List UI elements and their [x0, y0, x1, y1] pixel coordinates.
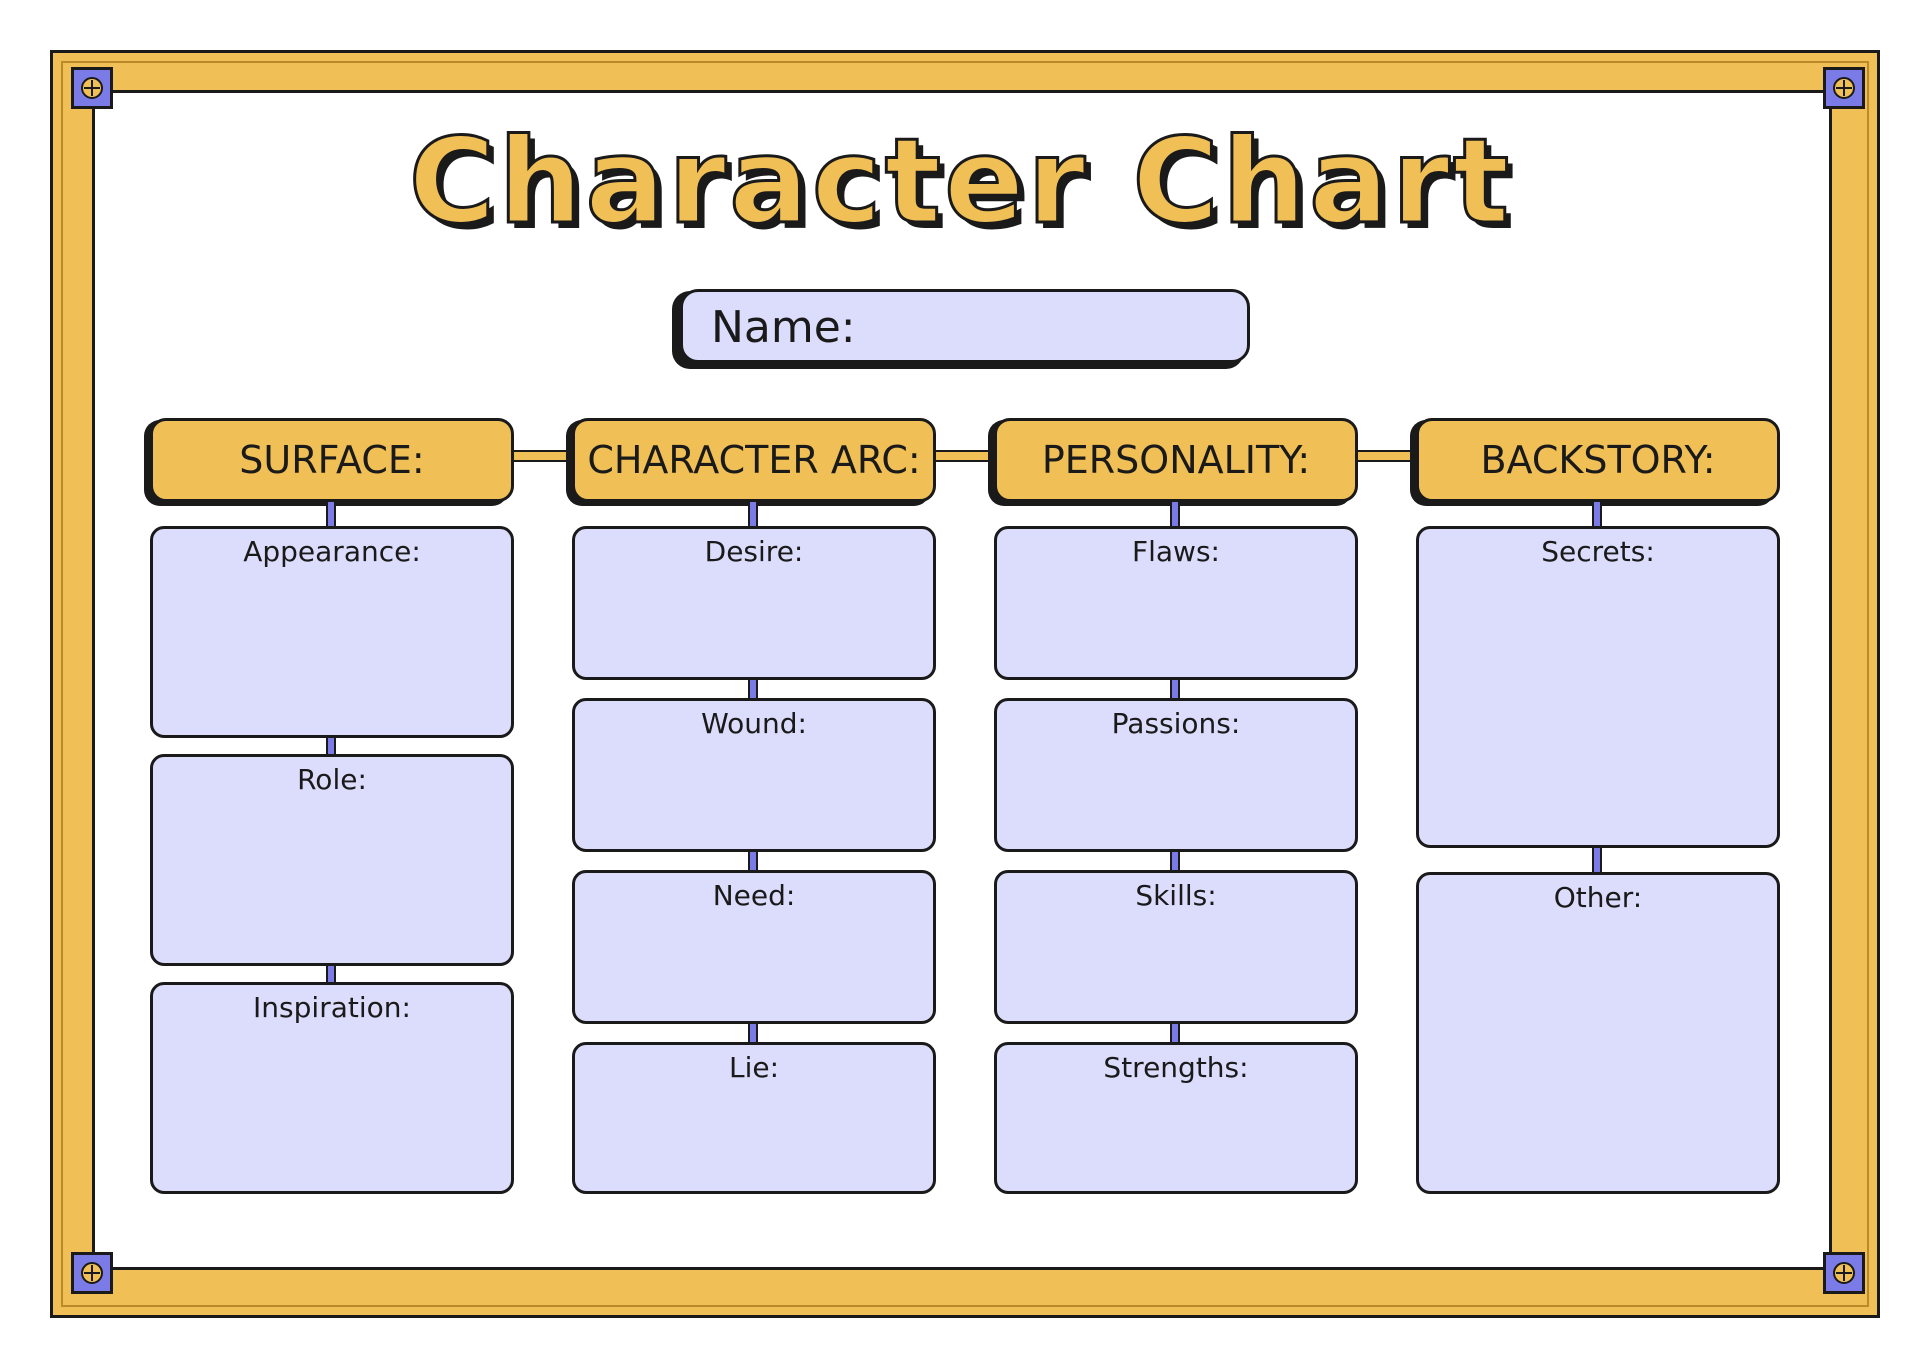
column-connector	[748, 1024, 758, 1042]
field-label: Skills:	[1135, 879, 1217, 912]
column-header-personality: PERSONALITY:	[994, 418, 1358, 502]
column-header-character-arc: CHARACTER ARC:	[572, 418, 936, 502]
column-connector	[1170, 852, 1180, 870]
field-label: Role:	[297, 763, 367, 796]
corner-bolt-icon	[1823, 67, 1865, 109]
field-label: Desire:	[704, 535, 804, 568]
field-label: Wound:	[701, 707, 807, 740]
column-connector	[326, 738, 336, 754]
field-other[interactable]: Other:	[1416, 872, 1780, 1194]
column-connector	[1170, 1024, 1180, 1042]
field-label: Passions:	[1111, 707, 1241, 740]
column-connector	[1170, 680, 1180, 698]
field-skills[interactable]: Skills:	[994, 870, 1358, 1024]
field-role[interactable]: Role:	[150, 754, 514, 966]
corner-bolt-icon	[71, 1252, 113, 1294]
column-connector	[1592, 848, 1602, 874]
column-connector	[326, 966, 336, 982]
field-secrets[interactable]: Secrets:	[1416, 526, 1780, 848]
field-wound[interactable]: Wound:	[572, 698, 936, 852]
field-label: Strengths:	[1103, 1051, 1249, 1084]
field-need[interactable]: Need:	[572, 870, 936, 1024]
field-label: Flaws:	[1132, 535, 1220, 568]
field-label: Secrets:	[1541, 535, 1655, 568]
field-label: Inspiration:	[253, 991, 411, 1024]
field-label: Appearance:	[243, 535, 421, 568]
field-desire[interactable]: Desire:	[572, 526, 936, 680]
header-connector	[1354, 450, 1420, 462]
column-header-backstory: BACKSTORY:	[1416, 418, 1780, 502]
field-inspiration[interactable]: Inspiration:	[150, 982, 514, 1194]
column-header-surface: SURFACE:	[150, 418, 514, 502]
name-label: Name:	[711, 302, 856, 353]
page-title: Character Chart	[407, 111, 1513, 252]
column-connector	[748, 680, 758, 698]
field-flaws[interactable]: Flaws:	[994, 526, 1358, 680]
name-field[interactable]: Name:	[680, 289, 1250, 363]
column-connector	[1170, 502, 1180, 528]
field-appearance[interactable]: Appearance:	[150, 526, 514, 738]
header-connector	[932, 450, 998, 462]
column-connector	[1592, 502, 1602, 528]
field-lie[interactable]: Lie:	[572, 1042, 936, 1194]
field-label: Other:	[1553, 881, 1643, 914]
column-connector	[326, 502, 336, 528]
header-connector	[510, 450, 576, 462]
field-label: Lie:	[728, 1051, 780, 1084]
corner-bolt-icon	[1823, 1252, 1865, 1294]
column-connector	[748, 502, 758, 528]
field-strengths[interactable]: Strengths:	[994, 1042, 1358, 1194]
corner-bolt-icon	[71, 67, 113, 109]
field-label: Need:	[712, 879, 796, 912]
field-passions[interactable]: Passions:	[994, 698, 1358, 852]
column-connector	[748, 852, 758, 870]
